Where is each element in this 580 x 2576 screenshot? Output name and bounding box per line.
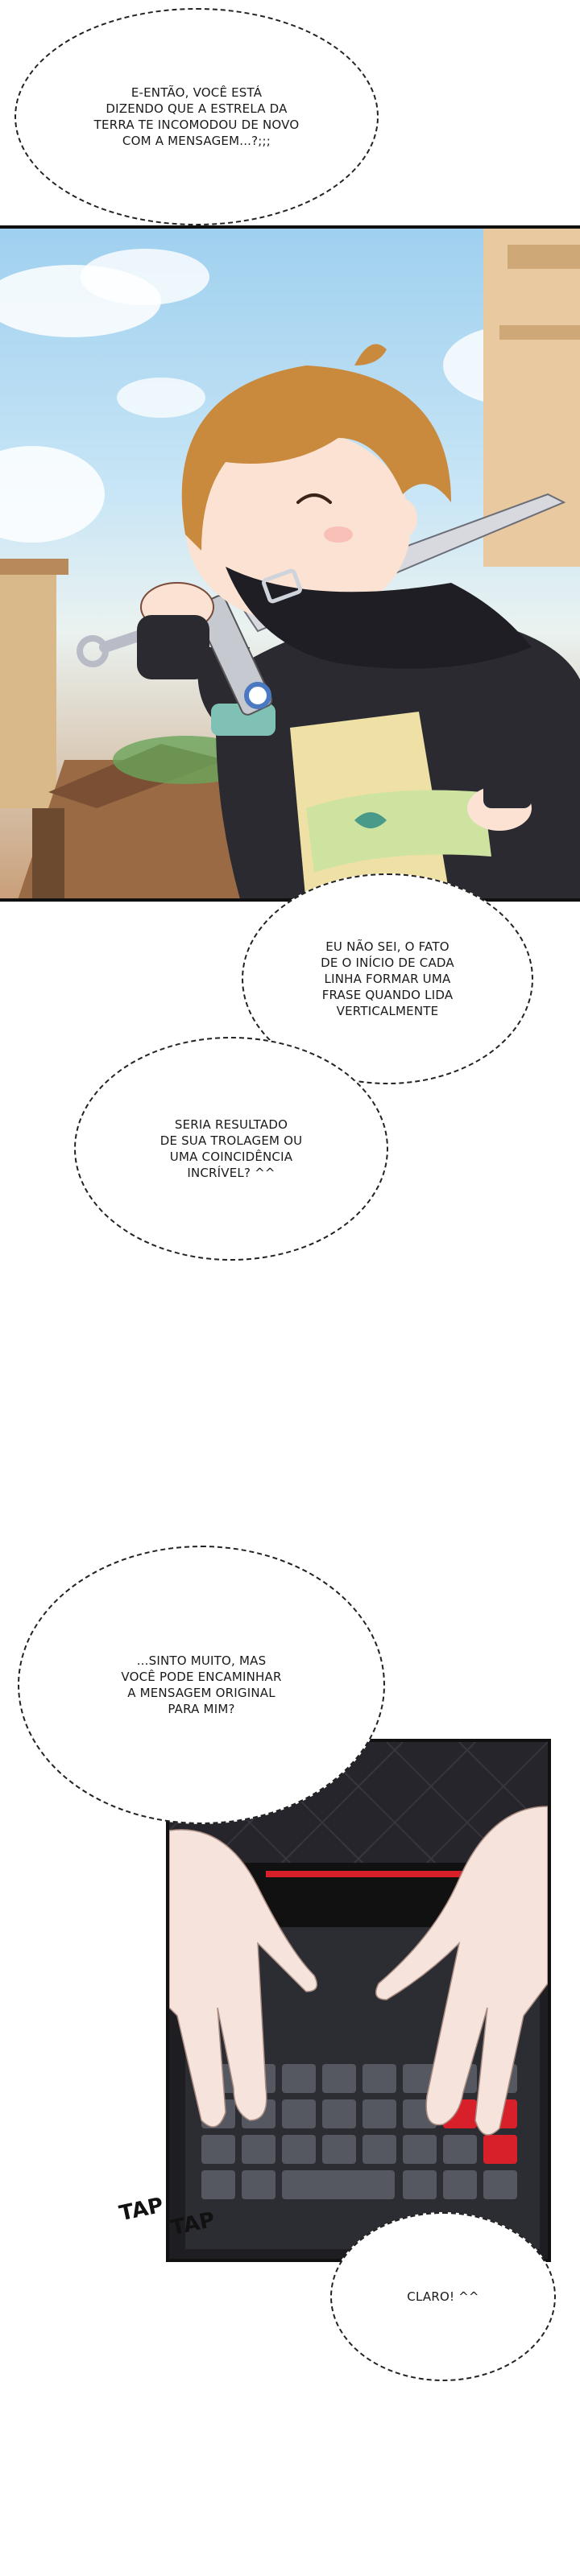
speech-bubble-4: ...SINTO MUITO, MAS VOCÊ PODE ENCAMINHAR… — [18, 1546, 385, 1824]
speech-bubble-1: E-ENTÃO, VOCÊ ESTÁ DIZENDO QUE A ESTRELA… — [14, 8, 379, 225]
speech-bubble-3: SERIA RESULTADO DE SUA TROLAGEM OU UMA C… — [74, 1037, 388, 1261]
illustration-panel-boy-sword — [0, 225, 580, 902]
sound-effect-tap-1: TAP — [117, 2193, 166, 2227]
speech-text-3: SERIA RESULTADO DE SUA TROLAGEM OU UMA C… — [160, 1117, 303, 1180]
illustration-panel-keyboard-hands — [166, 1739, 551, 2262]
speech-bubble-5: CLARO! ^^ — [330, 2212, 556, 2381]
speech-text-4: ...SINTO MUITO, MAS VOCÊ PODE ENCAMINHAR… — [121, 1653, 282, 1716]
speech-text-1: E-ENTÃO, VOCÊ ESTÁ DIZENDO QUE A ESTRELA… — [93, 85, 300, 148]
speech-text-2: EU NÃO SEI, O FATO DE O INÍCIO DE CADA L… — [321, 939, 454, 1018]
boy-sword-illustration — [0, 229, 580, 898]
speech-text-5: CLARO! ^^ — [407, 2289, 479, 2304]
